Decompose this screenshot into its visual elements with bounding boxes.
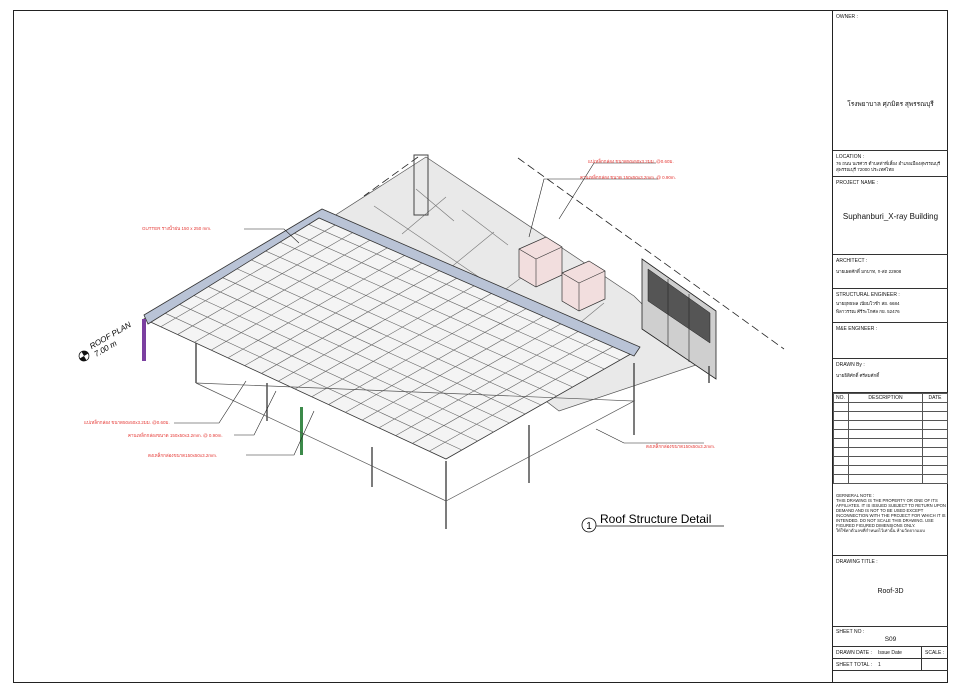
annotation-rafter-left: ตงเหล็กกล่องขนาด150x50x3.2mm.: [148, 451, 217, 458]
architect-name: นายเผดศักดิ์ มกบาท, ก-สถ 22908: [836, 269, 902, 274]
columns: [195, 343, 710, 529]
location-cell: LOCATION : 76 ถนน นเรศวร ตำบลท่าพี่เลี้ย…: [833, 151, 948, 177]
sheet-total-label: SHEET TOTAL :: [836, 662, 873, 668]
level-marker: ROOF PLAN 7.00 m: [78, 320, 133, 362]
annotation-purlin-left: แปเหล็กกล่อง ขนาด50x50x3.2มม. @0.60ม.: [84, 418, 170, 425]
structural-engineer-2: พิลาวรรณ คีรีระโกศล กย. 52476: [836, 309, 900, 314]
me-label: M&E ENGINEER :: [836, 326, 878, 332]
gutter-beam: [143, 208, 641, 357]
dash-line-top-left: [363, 156, 419, 197]
project-label: PROJECT NAME :: [836, 180, 878, 186]
drawing-title: Roof-3D: [877, 588, 904, 595]
drawing-title-cell: DRAWING TITLE : Roof-3D: [833, 555, 948, 627]
view-number: 1: [586, 521, 592, 532]
annotation-beam-top: คานเหล็กกล่อง ขนาด 150x50x3.2mm. @ 0.90m…: [580, 173, 676, 180]
downpipe-left: [142, 319, 146, 361]
drawing-sheet: GUTTER รางน้ำฝน 150 x 250 mm. แปเหล็กกล่…: [13, 10, 948, 683]
sheet-no-cell: SHEET NO : S09: [833, 627, 948, 647]
rev-no-header: NO.: [833, 393, 849, 403]
drawn-date-label: DRAWN DATE :: [836, 650, 872, 656]
annotation-beam-left: คานเหล็กกล่องขนาด 150x50x3.2mm. @ 0.90m.: [128, 431, 223, 438]
architect-label: ARCHITECT :: [836, 258, 868, 264]
owner-cell: OWNER : โรงพยาบาล ศุภมิตร สุพรรณบุรี: [833, 11, 948, 151]
sheet-no-label: SHEET NO :: [836, 629, 865, 635]
drawn-by-name: นายธิติศักดิ์ ศรีสมศักดิ์: [836, 373, 880, 378]
rev-desc-header: DESCRIPTION: [848, 393, 923, 403]
me-cell: M&E ENGINEER :: [833, 323, 948, 359]
location-text: 76 ถนน นเรศวร ตำบลท่าพี่เลี้ยง อำเภอเมือ…: [836, 161, 941, 172]
general-note-thai: ให้ใช้ค่าตัวเลขที่กำหนดไว้เท่านั้น ห้ามว…: [836, 528, 925, 533]
owner-label: OWNER :: [836, 14, 858, 20]
revision-table: NO. DESCRIPTION DATE: [833, 393, 948, 489]
view-title-text: Roof Structure Detail: [600, 512, 711, 526]
structural-label: STRUCTURAL ENGINEER :: [836, 292, 900, 298]
owner-name: โรงพยาบาล ศุภมิตร สุพรรณบุรี: [847, 101, 934, 108]
dash-line-right: [517, 157, 785, 350]
view-title: 1 Roof Structure Detail: [581, 512, 724, 533]
structural-cell: STRUCTURAL ENGINEER : นายยุทธพล เนียมโวช…: [833, 289, 948, 323]
architect-cell: ARCHITECT : นายเผดศักดิ์ มกบาท, ก-สถ 229…: [833, 255, 948, 289]
drawn-date-cell: DRAWN DATE : Issue Date SCALE :: [833, 647, 948, 659]
drawing-title-label: DRAWING TITLE :: [836, 559, 878, 565]
project-cell: PROJECT NAME : Suphanburi_X-ray Building: [833, 177, 948, 255]
rear-column: [413, 154, 429, 216]
ac-unit-2: [561, 260, 606, 312]
structural-engineer-1: นายยุทธพล เนียมโวชำ สย. 6684: [836, 301, 900, 306]
purlin-grid: [158, 222, 621, 452]
general-note: GERNERAL NOTE : THIS DRAWING IS THE PROP…: [836, 493, 946, 533]
location-label: LOCATION :: [836, 154, 864, 160]
title-block: OWNER : โรงพยาบาล ศุภมิตร สุพรรณบุรี LOC…: [832, 11, 948, 682]
annotation-rafter-right: ตงเหล็กกล่องขนาด150x50x3.2mm.: [646, 442, 715, 449]
sheet-no: S09: [884, 636, 897, 643]
roof-3d-view: GUTTER รางน้ำฝน 150 x 250 mm. แปเหล็กกล่…: [78, 154, 785, 533]
project-name: Suphanburi_X-ray Building: [842, 212, 939, 221]
drawn-by-label: DRAWN By :: [836, 362, 865, 368]
scale-label: SCALE :: [921, 647, 944, 659]
leader-lines: [174, 162, 704, 456]
drawing-area: GUTTER รางน้ำฝน 150 x 250 mm. แปเหล็กกล่…: [14, 11, 832, 682]
drawn-by-cell: DRAWN By : นายธิติศักดิ์ ศรีสมศักดิ์: [833, 359, 948, 393]
general-note-text: THIS DRAWING IS THE PROPERTY OR ONE OF I…: [836, 498, 946, 528]
facade-panel: [641, 258, 717, 380]
annotation-gutter: GUTTER รางน้ำฝน 150 x 250 mm.: [142, 225, 211, 231]
annotation-purlin-top: แปเหล็กกล่อง ขนาด50x50x3.2มม. @0.60ม.: [588, 157, 674, 164]
sheet-total: 1: [878, 662, 881, 668]
sheet-total-cell: SHEET TOTAL : 1: [833, 659, 948, 671]
rev-date-header: DATE: [922, 393, 948, 403]
general-note-label: GERNERAL NOTE :: [836, 493, 875, 498]
sheet-total-divider: [921, 659, 922, 671]
downpipe-front: [300, 407, 303, 455]
drawn-date: Issue Date: [878, 650, 902, 656]
